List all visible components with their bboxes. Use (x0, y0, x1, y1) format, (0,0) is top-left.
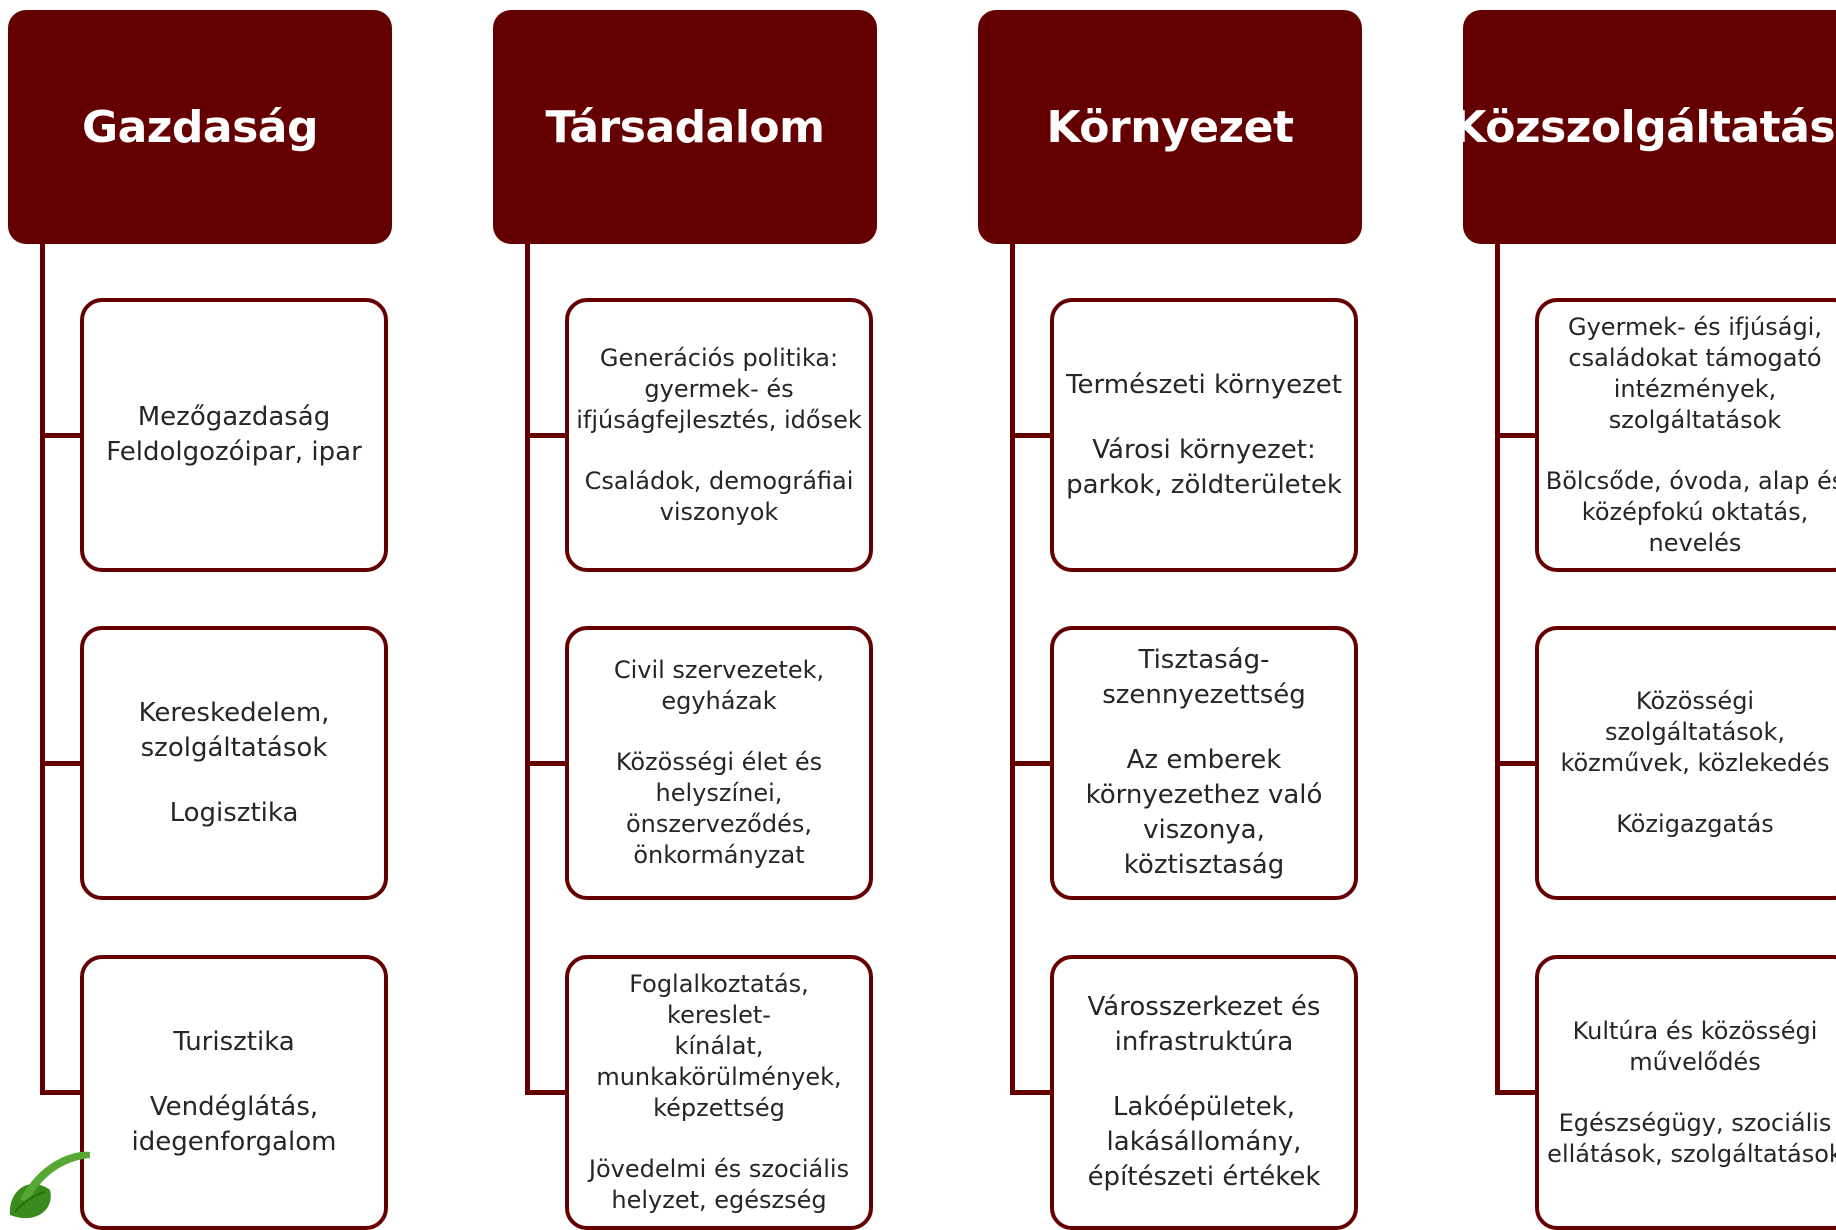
topic-text: Jövedelmi és szociális (588, 1155, 850, 1183)
topic-box: Tisztaság- szennyezettség Az emberek kör… (1050, 626, 1358, 900)
column-gazdasag: Gazdaság Mezőgazdaság Feldolgozóipar, ip… (0, 0, 480, 1230)
topic-text: művelődés (1629, 1047, 1761, 1076)
topic-text: helyszínei, (655, 779, 783, 807)
topic-box: Kultúra és közösségi művelődés Egészségü… (1535, 955, 1836, 1230)
connector-branch (40, 1090, 82, 1095)
topic-text: szolgáltatások, (1604, 718, 1785, 746)
topic-text: Vendéglátás, (149, 1092, 319, 1122)
connector-branch (1010, 761, 1052, 766)
connector-branch (1495, 1090, 1537, 1095)
topic-text: építészeti értékek (1087, 1162, 1321, 1192)
topic-box: Generációs politika: gyermek- és ifjúság… (565, 298, 873, 572)
topic-text: idegenforgalom (131, 1127, 337, 1157)
topic-text: ifjúságfejlesztés, idősek (576, 405, 862, 434)
topic-text: ellátások, szolgáltatások (1547, 1139, 1836, 1168)
topic-text: viszonya, köztisztaság (1123, 815, 1285, 880)
connector-spine (40, 244, 45, 1094)
topic-text: viszonyok (659, 497, 779, 526)
topic-text: gyermek- és (644, 374, 794, 403)
topic-text: középfokú oktatás, (1581, 497, 1809, 526)
topic-text: környezethez való (1085, 780, 1323, 810)
topic-box: Civil szervezetek, egyházak Közösségi él… (565, 626, 873, 900)
topic-box: Kereskedelem, szolgáltatások Logisztika (80, 626, 388, 900)
topic-text: Közigazgatás (1616, 810, 1774, 838)
connector-branch (40, 761, 82, 766)
topic-text: Kereskedelem, (138, 697, 330, 728)
topic-text: önkormányzat (633, 841, 805, 869)
topic-text: képzettség (653, 1094, 785, 1122)
topic-text: Mezőgazdaság (137, 402, 331, 432)
topic-text: Logisztika (169, 797, 299, 828)
topic-text: munkakörülmények, (596, 1063, 842, 1091)
topic-text: családokat támogató (1568, 343, 1822, 372)
topic-text: Közösségi élet és (615, 748, 823, 776)
topic-text: egyházak (661, 687, 777, 715)
topic-text: Turisztika (173, 1027, 295, 1057)
topic-text: Feldolgozóipar, ipar (106, 437, 362, 467)
topic-text: Tisztaság- (1138, 645, 1270, 675)
topic-box: Mezőgazdaság Feldolgozóipar, ipar (80, 298, 388, 572)
topic-text: Családok, demográfiai (584, 466, 854, 495)
topic-text: önszerveződés, (625, 810, 812, 838)
column-kozszolgaltatasok: Közszolgáltatások Gyermek- és ifjúsági, … (1455, 0, 1836, 1230)
connector-branch (525, 433, 567, 438)
column-tarsadalom: Társadalom Generációs politika: gyermek-… (485, 0, 965, 1230)
topic-text: helyzet, egészség (611, 1186, 827, 1214)
topic-text: kínálat, (674, 1032, 764, 1060)
topic-text: szennyezettség (1102, 680, 1306, 710)
topic-text: Az emberek (1126, 745, 1282, 775)
connector-spine (1495, 244, 1500, 1094)
topic-text: Bölcsőde, óvoda, alap és (1545, 466, 1836, 495)
connector-spine (1010, 244, 1015, 1094)
topic-box: Turisztika Vendéglátás, idegenforgalom (80, 955, 388, 1230)
topic-text: Gyermek- és ifjúsági, (1568, 312, 1822, 341)
connector-branch (1010, 1090, 1052, 1095)
topic-text: Városszerkezet és (1087, 992, 1321, 1022)
topic-text: Generációs politika: (599, 343, 839, 372)
topic-text: Kultúra és közösségi (1572, 1016, 1818, 1045)
connector-branch (525, 761, 567, 766)
connector-branch (1495, 761, 1537, 766)
topic-text: Lakóépületek, (1112, 1092, 1296, 1122)
topic-text: Egészségügy, szociális (1558, 1108, 1832, 1137)
topic-text: intézmények, (1613, 374, 1777, 403)
connector-branch (1010, 433, 1052, 438)
topic-box: Gyermek- és ifjúsági, családokat támogat… (1535, 298, 1836, 572)
connector-branch (40, 433, 82, 438)
topic-text: közművek, közlekedés (1560, 749, 1830, 777)
topic-text: szolgáltatások (1608, 405, 1782, 434)
topic-text: infrastruktúra (1114, 1027, 1294, 1057)
topic-box: Foglalkoztatás, kereslet- kínálat, munka… (565, 955, 873, 1230)
topic-text: szolgáltatások (140, 732, 328, 763)
topic-box: Közösségi szolgáltatások, közművek, közl… (1535, 626, 1836, 900)
topic-text: lakásállomány, (1106, 1127, 1302, 1157)
topic-text: nevelés (1648, 528, 1742, 557)
column-header: Környezet (978, 10, 1362, 244)
topic-text: Civil szervezetek, (613, 656, 825, 684)
leaf-logo-icon (9, 1151, 90, 1219)
connector-branch (525, 1090, 567, 1095)
column-header: Társadalom (493, 10, 877, 244)
topic-text: Városi környezet: (1092, 434, 1316, 465)
topic-text: Természeti környezet (1066, 369, 1342, 400)
topic-text: Közösségi (1635, 687, 1755, 715)
connector-spine (525, 244, 530, 1094)
connector-branch (1495, 433, 1537, 438)
column-header: Gazdaság (8, 10, 392, 244)
topic-text: parkok, zöldterületek (1066, 469, 1342, 500)
column-header: Közszolgáltatások (1455, 10, 1836, 244)
topic-box: Természeti környezet Városi környezet: p… (1050, 298, 1358, 572)
column-kornyezet: Környezet Természeti környezet Városi kö… (970, 0, 1450, 1230)
topic-box: Városszerkezet és infrastruktúra Lakóépü… (1050, 955, 1358, 1230)
topic-text: Foglalkoztatás, kereslet- (629, 970, 809, 1029)
